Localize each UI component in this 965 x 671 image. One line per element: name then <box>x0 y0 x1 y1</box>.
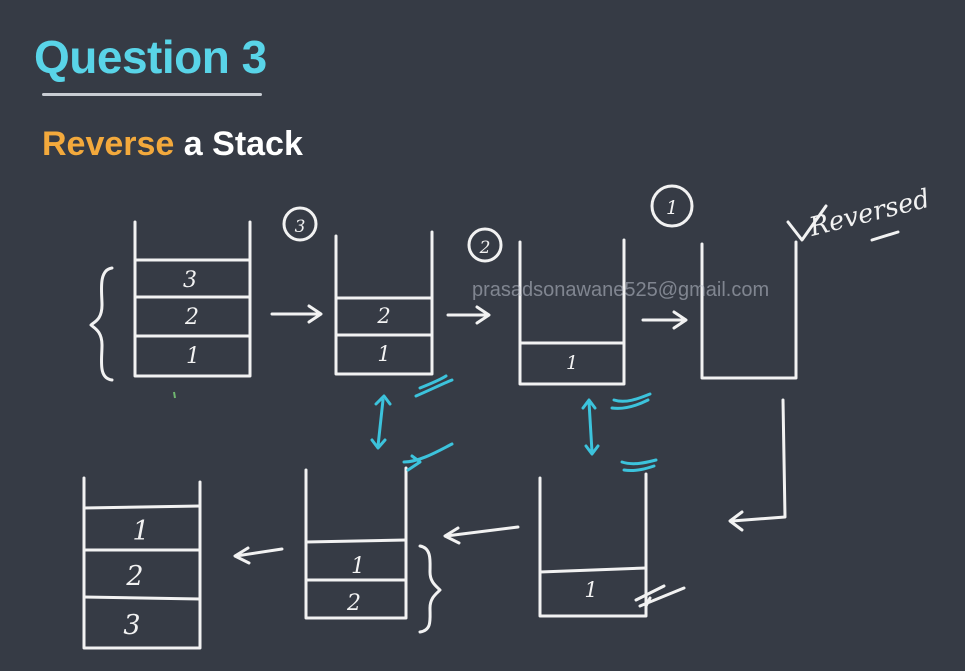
stack-reinsert-1: 1 <box>538 472 686 618</box>
svg-text:1: 1 <box>666 197 678 219</box>
step-badge: 3 <box>282 206 318 242</box>
page-subtitle: Reverse a Stack <box>42 124 303 165</box>
stack-item: 1 <box>132 516 149 547</box>
stack-item: 1 <box>566 352 578 374</box>
svg-text:3: 3 <box>295 217 306 237</box>
arrow-right <box>270 304 323 324</box>
reversed-annotation: Reversed <box>786 184 933 243</box>
recursion-markers <box>370 374 658 472</box>
stack-reinsert-2: 1 2 <box>304 466 442 634</box>
stack-item: 1 <box>584 578 597 602</box>
title-underline <box>42 93 262 96</box>
arrow-down-left <box>728 398 787 532</box>
left-brace <box>89 266 114 382</box>
page-title: Question 3 <box>34 31 267 83</box>
stack-initial-item: 2 <box>184 305 199 330</box>
arrow-right <box>446 305 491 325</box>
subtitle-rest: a Stack <box>183 125 303 163</box>
stack-final: 1 2 3 <box>82 476 202 650</box>
annotation-text: Reversed <box>805 184 932 243</box>
stack-empty <box>700 240 798 380</box>
arrow-right <box>641 310 688 330</box>
stack-item: 2 <box>125 561 143 592</box>
subtitle-highlight: Reverse <box>42 125 175 163</box>
svg-text:2: 2 <box>479 238 491 258</box>
stack-after-pop-1: 2 1 <box>334 230 434 376</box>
stack-item: 2 <box>346 591 361 616</box>
arrow-left <box>443 525 520 545</box>
right-brace <box>418 544 442 634</box>
step-badge: 1 <box>650 184 694 228</box>
stack-item: 2 <box>376 304 390 328</box>
stack-item: 3 <box>123 610 140 641</box>
stack-item: 1 <box>351 554 365 579</box>
small-mark <box>173 391 176 399</box>
watermark: prasadsonawane525@gmail.com <box>472 279 770 301</box>
step-badge: 2 <box>467 227 503 263</box>
stack-initial: 3 2 1 <box>89 220 252 382</box>
arrow-left <box>233 546 284 565</box>
stack-initial-item: 3 <box>183 268 197 293</box>
stack-after-pop-2: 1 <box>518 238 626 386</box>
stack-item: 1 <box>377 342 390 366</box>
stack-initial-item: 1 <box>186 344 200 369</box>
